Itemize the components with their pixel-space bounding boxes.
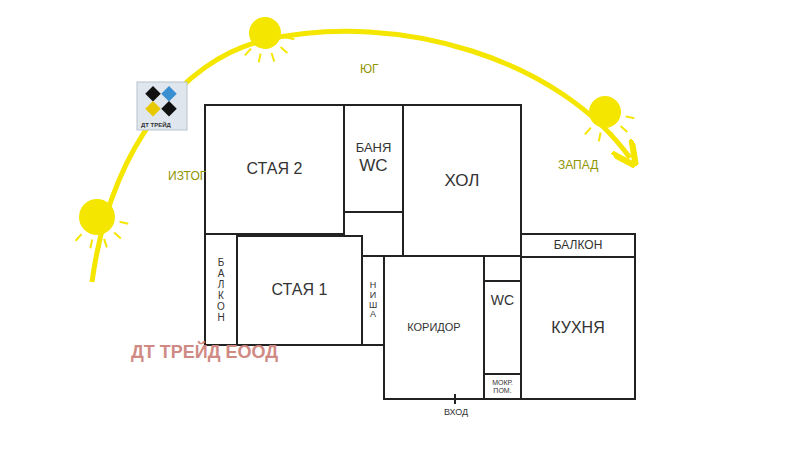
- sun: [589, 96, 621, 128]
- room-label: МОКР. ПОМ.: [486, 379, 520, 394]
- room-label: КОРИДОР: [407, 321, 460, 334]
- sun-ray: [621, 126, 628, 132]
- room-label: WC: [491, 292, 514, 308]
- sun-ray: [114, 232, 121, 238]
- room-box: СТАЯ 1: [236, 235, 363, 346]
- sun-symbols: [76, 17, 635, 248]
- sun-ray: [245, 49, 251, 56]
- corridor-box: КОРИДОР: [383, 255, 485, 400]
- sun-ray: [286, 37, 295, 39]
- utility-box: МОКР. ПОМ.: [483, 373, 522, 400]
- sun-ray: [611, 132, 614, 141]
- sun-ray: [76, 234, 82, 241]
- company-logo: [137, 82, 187, 130]
- sun-ray: [626, 116, 635, 118]
- room-label: КУХНЯ: [551, 319, 604, 337]
- sun: [249, 17, 281, 49]
- direction-label: ИЗТОГ: [168, 168, 180, 185]
- balcony-box: БАЛКОН: [204, 233, 238, 346]
- room-label: ХОЛ: [445, 171, 480, 191]
- sun-arc: [92, 31, 630, 282]
- sun: [79, 199, 115, 235]
- room-box: СТАЯ 2: [204, 104, 345, 235]
- direction-label: ЗАПАД: [558, 158, 598, 172]
- sun-ray: [90, 239, 92, 248]
- room-box: КУХНЯ: [520, 256, 636, 400]
- sun-ray: [271, 53, 274, 62]
- sun-ray: [599, 133, 601, 142]
- room-box: ХОЛ: [402, 104, 522, 257]
- room-label: БАЛКОН: [554, 239, 603, 253]
- direction-label: ЮГ: [360, 62, 379, 76]
- entrance-label: ВХОД: [444, 407, 468, 417]
- room-label: WC: [359, 156, 387, 176]
- room-box: WC: [483, 280, 522, 375]
- room-label: СТАЯ 1: [272, 281, 328, 299]
- sun-ray: [104, 239, 107, 248]
- balcony-box: БАЛКОН: [520, 233, 636, 258]
- room-label: БАЛКОН: [216, 257, 226, 323]
- room-label: СТАЯ 2: [247, 160, 303, 178]
- logo-text: ДТ ТРЕЙД: [141, 122, 171, 128]
- sun-ray: [585, 128, 591, 135]
- room-label: БАНЯ: [356, 141, 392, 156]
- sun-ray: [259, 54, 261, 63]
- watermark: ДТ ТРЕЙД ЕООД: [131, 342, 278, 363]
- room-label: НИША: [369, 281, 378, 321]
- sun-ray: [119, 222, 128, 224]
- niche-box: НИША: [361, 255, 385, 346]
- sun-ray: [281, 47, 288, 53]
- room-box: БАНЯWC: [343, 104, 404, 213]
